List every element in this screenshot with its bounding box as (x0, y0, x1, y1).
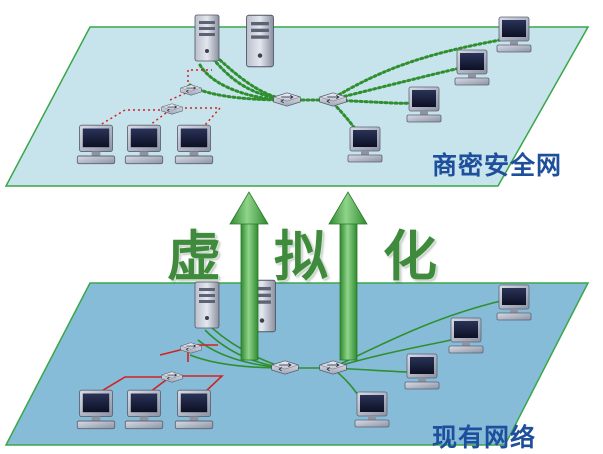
pc-icon (448, 317, 484, 354)
pc-icon (124, 389, 164, 430)
pc-icon (76, 124, 116, 165)
virtualize-arrow-right (328, 191, 368, 361)
virtualize-char-3: 化 (383, 225, 437, 288)
pc-icon (347, 126, 383, 163)
pc-icon (76, 389, 116, 430)
virtualize-char-2: 拟 (274, 225, 328, 288)
server-icon (245, 14, 275, 68)
virtualize-char-1: 虚 (167, 225, 221, 288)
pc-icon (404, 353, 440, 390)
pc-icon (496, 284, 532, 321)
server-icon (194, 281, 220, 329)
pc-icon (354, 391, 390, 428)
pc-icon (174, 124, 214, 165)
pc-icon (124, 124, 164, 165)
pc-icon (174, 389, 214, 430)
server-icon (194, 14, 220, 62)
top-plane-label: 商密安全网 (432, 151, 563, 180)
pc-icon (406, 86, 442, 123)
pc-icon (454, 49, 490, 86)
bottom-plane-label: 现有网络 (432, 423, 537, 452)
virtualize-arrow-left (229, 191, 269, 361)
pc-icon (496, 16, 532, 53)
